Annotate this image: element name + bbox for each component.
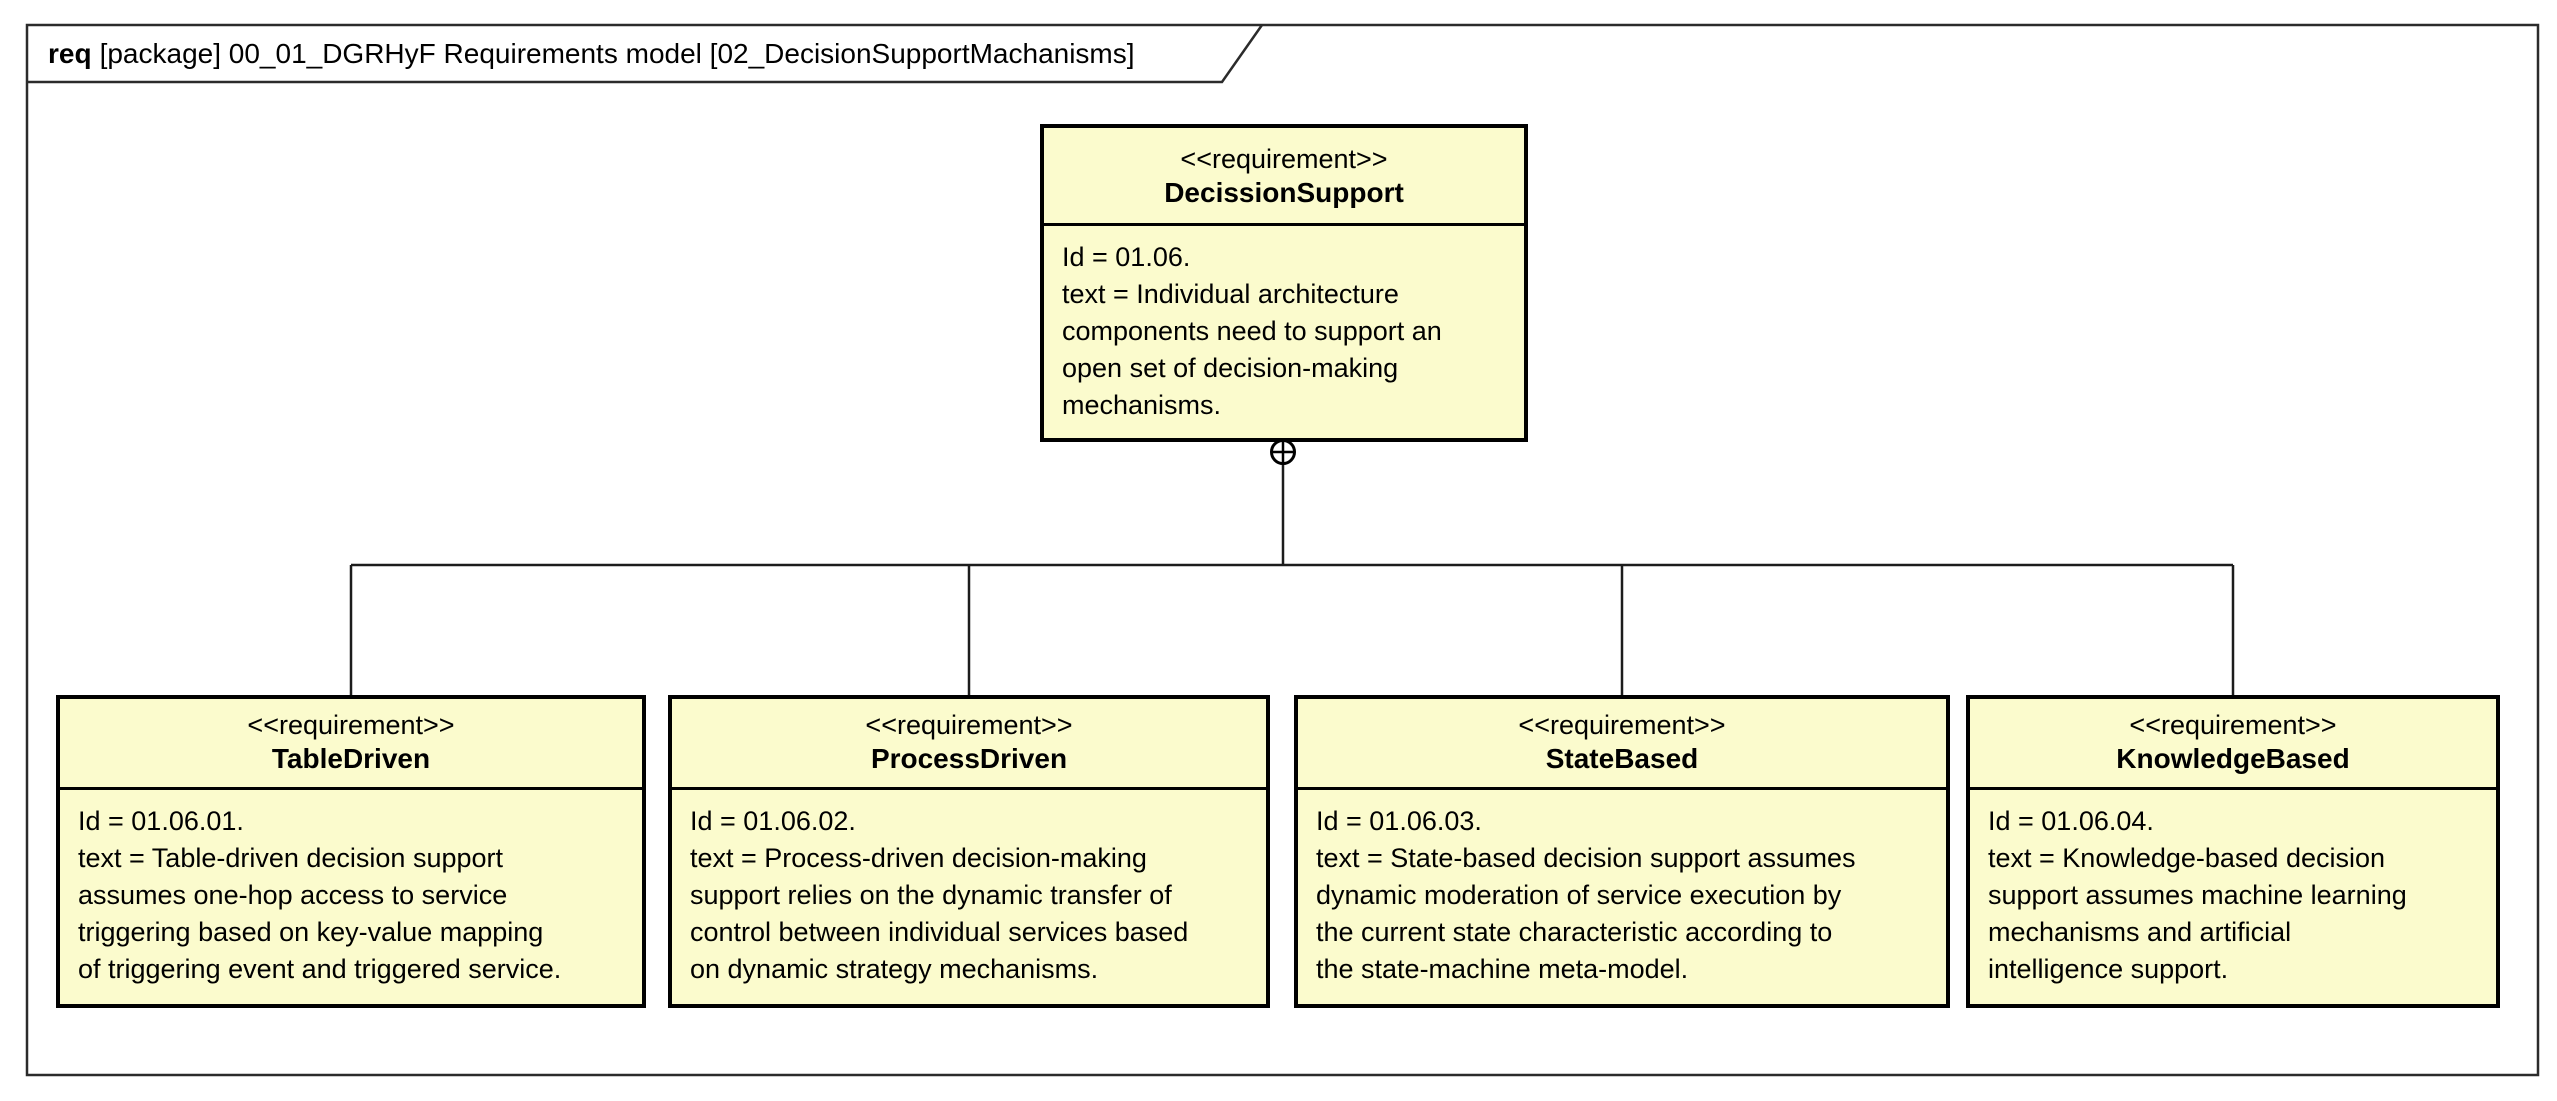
requirement-body: Id = 01.06.03. text = State-based decisi… bbox=[1316, 806, 1856, 984]
stereotype-label: <<requirement>> bbox=[247, 710, 455, 740]
requirement-header: <<requirement>> TableDriven bbox=[60, 699, 642, 790]
requirement-header: <<requirement>> StateBased bbox=[1298, 699, 1946, 790]
requirement-node-statebased[interactable]: <<requirement>> StateBased Id = 01.06.03… bbox=[1294, 695, 1950, 1008]
requirement-node-knowledgebased[interactable]: <<requirement>> KnowledgeBased Id = 01.0… bbox=[1966, 695, 2500, 1008]
requirement-name: KnowledgeBased bbox=[2116, 743, 2350, 774]
requirement-name: TableDriven bbox=[271, 743, 431, 774]
frame-title: req[package] 00_01_DGRHyF Requirements m… bbox=[27, 25, 1247, 82]
stereotype-label: <<requirement>> bbox=[1518, 710, 1726, 740]
frame-title-text: [package] 00_01_DGRHyF Requirements mode… bbox=[99, 37, 1135, 69]
requirement-name: ProcessDriven bbox=[870, 743, 1068, 774]
requirement-name: StateBased bbox=[1545, 743, 1699, 774]
frame-keyword: req bbox=[48, 37, 92, 69]
requirement-node-processdriven[interactable]: <<requirement>> ProcessDriven Id = 01.06… bbox=[668, 695, 1270, 1008]
requirement-header: <<requirement>> KnowledgeBased bbox=[1970, 699, 2496, 790]
containment-connector bbox=[349, 443, 2235, 695]
requirement-node-tabledriven[interactable]: <<requirement>> TableDriven Id = 01.06.0… bbox=[56, 695, 646, 1008]
requirement-body: Id = 01.06.01. text = Table-driven decis… bbox=[78, 806, 562, 984]
stereotype-label: <<requirement>> bbox=[865, 710, 1073, 740]
requirement-node-decission-support[interactable]: <<requirement>> DecissionSupport Id = 01… bbox=[1040, 124, 1528, 442]
requirement-body: Id = 01.06. text = Individual architectu… bbox=[1062, 242, 1442, 420]
circle-plus-containment-icon bbox=[1270, 439, 1296, 465]
requirement-body: Id = 01.06.04. text = Knowledge-based de… bbox=[1988, 806, 2407, 984]
requirement-name: DecissionSupport bbox=[1164, 177, 1404, 208]
requirement-header: <<requirement>> ProcessDriven bbox=[672, 699, 1266, 790]
stereotype-label: <<requirement>> bbox=[1180, 144, 1388, 174]
frame-title-tab-outline bbox=[27, 24, 1264, 84]
requirement-header: <<requirement>> DecissionSupport bbox=[1044, 128, 1524, 226]
stereotype-label: <<requirement>> bbox=[2129, 710, 2337, 740]
diagram-frame-border bbox=[25, 23, 2540, 1077]
requirement-body: Id = 01.06.02. text = Process-driven dec… bbox=[690, 806, 1189, 984]
